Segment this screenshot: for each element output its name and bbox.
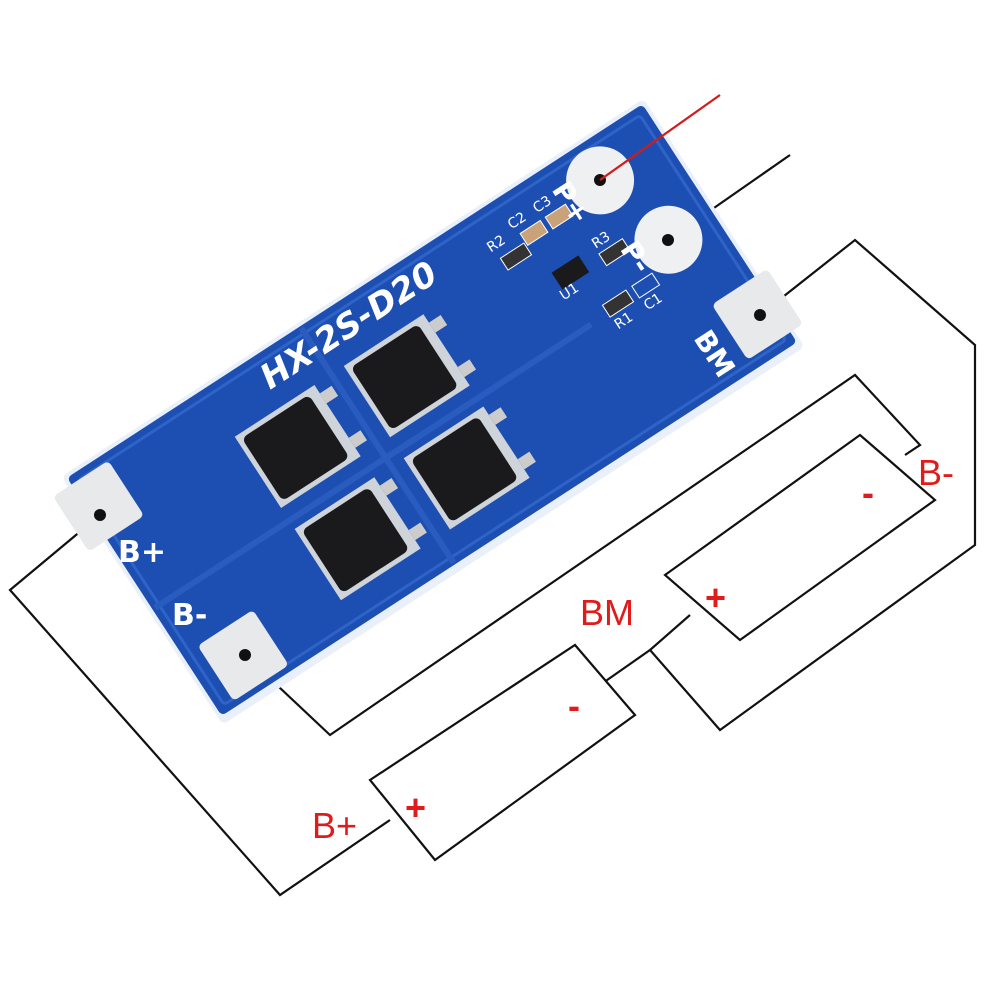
- svg-text:-: -: [568, 685, 580, 726]
- resistor-r1: [601, 289, 635, 318]
- pad-b-plus: [54, 462, 143, 550]
- mosfet: [294, 477, 427, 601]
- svg-text:B+: B+: [118, 535, 166, 570]
- battery-cell-1: [663, 433, 937, 642]
- label-b-plus: B+: [312, 805, 357, 846]
- label-bm: BM: [580, 592, 634, 633]
- capacitor-c2: [519, 219, 549, 246]
- wire-b-minus: [244, 373, 922, 737]
- capacitor-c1: [631, 272, 661, 299]
- wire-p-plus: [599, 94, 721, 181]
- resistor-r2: [499, 242, 533, 271]
- svg-text:+: +: [405, 787, 426, 828]
- resistor-r3: [598, 237, 631, 267]
- svg-text:+: +: [705, 577, 726, 618]
- mosfet: [403, 406, 536, 530]
- battery-cell-2: [368, 643, 637, 862]
- label-b-minus: B-: [918, 452, 954, 493]
- wire-bm-link: [599, 649, 651, 686]
- mosfet: [343, 314, 477, 438]
- svg-text:B-: B-: [172, 598, 207, 633]
- capacitor-c3: [544, 203, 574, 230]
- wire-b-plus: [8, 514, 391, 897]
- svg-text:-: -: [862, 472, 874, 513]
- ic-u1: [551, 255, 590, 290]
- mosfet: [234, 385, 368, 509]
- pcb-board: R2 C2 C3 R3 U1 R1 C1 HX-2S-D20 P+ P- BM: [54, 100, 803, 723]
